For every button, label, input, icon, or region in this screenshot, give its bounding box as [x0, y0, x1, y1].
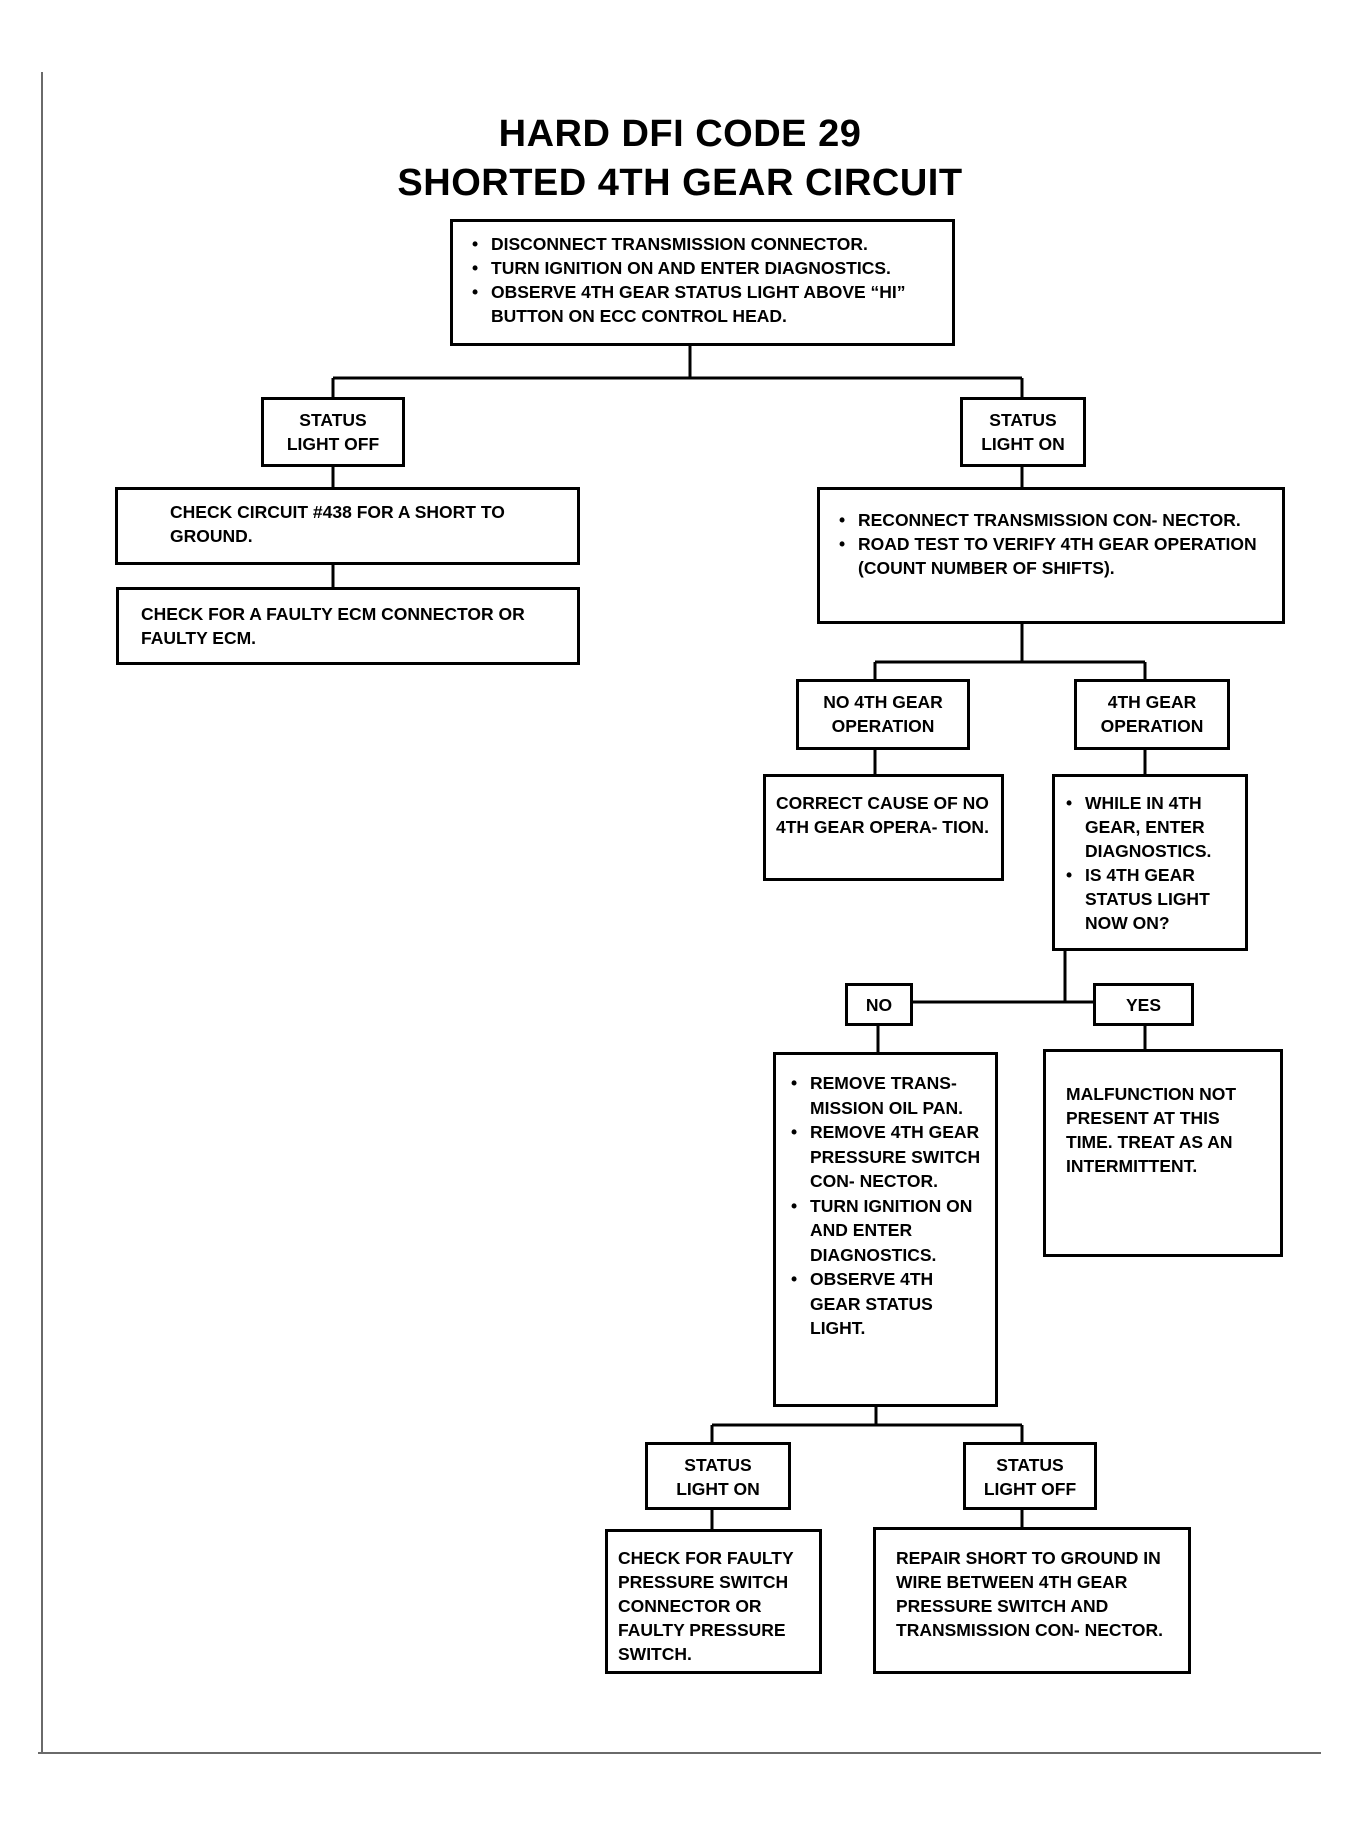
- node-text: YES: [1125, 995, 1162, 1015]
- node-remove-oil-pan: REMOVE TRANS- MISSION OIL PAN. REMOVE 4T…: [773, 1052, 998, 1407]
- node-check-faulty-pressure-switch: CHECK FOR FAULTY PRESSURE SWITCH CONNECT…: [605, 1529, 822, 1674]
- node-label-line: LIGHT ON: [676, 1479, 760, 1499]
- node-text: NO: [865, 995, 893, 1015]
- node-reconnect-bullet: RECONNECT TRANSMISSION CON- NECTOR.: [834, 508, 1268, 532]
- node-reconnect-bullet: ROAD TEST TO VERIFY 4TH GEAR OPERATION (…: [834, 532, 1268, 580]
- node-label-line: LIGHT ON: [981, 434, 1065, 454]
- node-correct-cause: CORRECT CAUSE OF NO 4TH GEAR OPERA- TION…: [763, 774, 1004, 881]
- node-text: REPAIR SHORT TO GROUND IN WIRE BETWEEN 4…: [896, 1548, 1164, 1640]
- node-decision-yes: YES: [1093, 983, 1194, 1026]
- node-remove-oil-pan-bullet: OBSERVE 4TH GEAR STATUS LIGHT.: [786, 1267, 987, 1341]
- node-status-light-on-1: STATUS LIGHT ON: [960, 397, 1086, 467]
- node-text: CHECK CIRCUIT #438 FOR A SHORT TO GROUND…: [170, 502, 505, 546]
- node-no-4th-gear-operation: NO 4TH GEAR OPERATION: [796, 679, 970, 750]
- node-text: MALFUNCTION NOT PRESENT AT THIS TIME. TR…: [1066, 1084, 1237, 1176]
- node-text: CHECK FOR FAULTY PRESSURE SWITCH CONNECT…: [618, 1548, 794, 1664]
- node-start-bullet: OBSERVE 4TH GEAR STATUS LIGHT ABOVE “HI”…: [467, 280, 938, 328]
- node-label-line: LIGHT OFF: [286, 434, 380, 454]
- node-while-in-4th: WHILE IN 4TH GEAR, ENTER DIAGNOSTICS. IS…: [1052, 774, 1248, 951]
- node-status-light-off-2: STATUS LIGHT OFF: [963, 1442, 1097, 1510]
- node-check-circuit-438: CHECK CIRCUIT #438 FOR A SHORT TO GROUND…: [115, 487, 580, 565]
- title-line-1: HARD DFI CODE 29: [498, 113, 862, 155]
- node-text: CORRECT CAUSE OF NO 4TH GEAR OPERA- TION…: [776, 793, 989, 837]
- node-remove-oil-pan-bullet: TURN IGNITION ON AND ENTER DIAGNOSTICS.: [786, 1194, 987, 1268]
- title-line-2: SHORTED 4TH GEAR CIRCUIT: [397, 162, 963, 204]
- node-while-in-4th-bullet: WHILE IN 4TH GEAR, ENTER DIAGNOSTICS.: [1061, 791, 1239, 863]
- node-label-line: NO 4TH GEAR: [823, 692, 943, 712]
- node-label-line: STATUS: [684, 1455, 752, 1475]
- page-bottom-border: [38, 1752, 1321, 1754]
- node-label-line: 4TH GEAR: [1107, 692, 1197, 712]
- node-start-bullet: TURN IGNITION ON AND ENTER DIAGNOSTICS.: [467, 256, 938, 280]
- node-4th-gear-operation: 4TH GEAR OPERATION: [1074, 679, 1230, 750]
- node-remove-oil-pan-bullet: REMOVE TRANS- MISSION OIL PAN.: [786, 1071, 987, 1120]
- page-left-border: [41, 72, 43, 1752]
- node-decision-no: NO: [845, 983, 913, 1026]
- node-remove-oil-pan-bullet: REMOVE 4TH GEAR PRESSURE SWITCH CON- NEC…: [786, 1120, 987, 1194]
- node-repair-short: REPAIR SHORT TO GROUND IN WIRE BETWEEN 4…: [873, 1527, 1191, 1674]
- node-label-line: OPERATION: [831, 716, 935, 736]
- node-malfunction-not-present: MALFUNCTION NOT PRESENT AT THIS TIME. TR…: [1043, 1049, 1283, 1257]
- node-label-line: STATUS: [299, 410, 367, 430]
- node-status-light-off-1: STATUS LIGHT OFF: [261, 397, 405, 467]
- node-start-bullet: DISCONNECT TRANSMISSION CONNECTOR.: [467, 232, 938, 256]
- node-status-light-on-2: STATUS LIGHT ON: [645, 1442, 791, 1510]
- node-label-line: LIGHT OFF: [983, 1479, 1077, 1499]
- node-reconnect: RECONNECT TRANSMISSION CON- NECTOR. ROAD…: [817, 487, 1285, 624]
- node-check-ecm: CHECK FOR A FAULTY ECM CONNECTOR OR FAUL…: [116, 587, 580, 665]
- node-while-in-4th-bullet: IS 4TH GEAR STATUS LIGHT NOW ON?: [1061, 863, 1239, 935]
- node-start: DISCONNECT TRANSMISSION CONNECTOR. TURN …: [450, 219, 955, 346]
- node-label-line: OPERATION: [1100, 716, 1204, 736]
- node-label-line: STATUS: [989, 410, 1057, 430]
- node-text: CHECK FOR A FAULTY ECM CONNECTOR OR FAUL…: [141, 604, 525, 648]
- node-label-line: STATUS: [996, 1455, 1064, 1475]
